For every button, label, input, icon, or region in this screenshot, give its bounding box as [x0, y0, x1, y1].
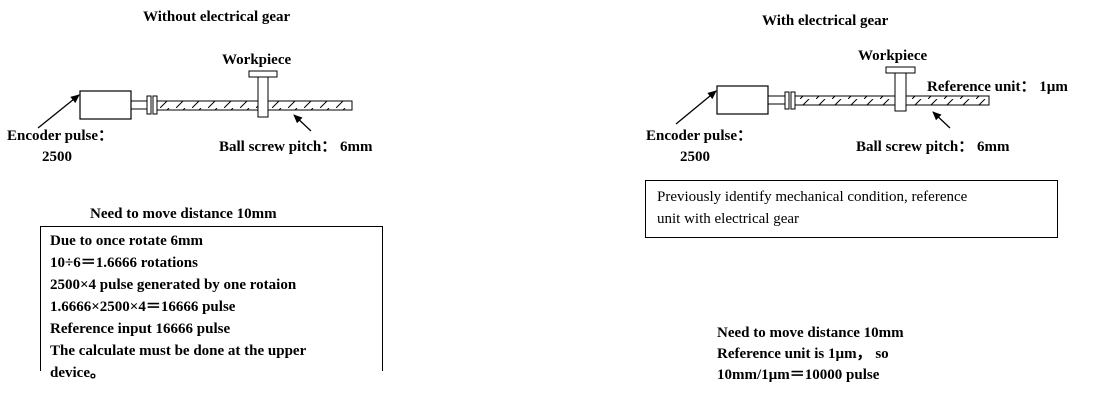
- right-result-line-1: Need to move distance 10mm: [717, 325, 904, 341]
- calc-line: The calculate must be done at the upper: [50, 343, 307, 359]
- left-servo-motor: [79, 90, 147, 120]
- right-encoder-label: Encoder pulse：: [646, 128, 752, 144]
- calc-line: 1.6666×2500×4＝16666 pulse: [50, 299, 236, 315]
- left-title: Without electrical gear: [143, 9, 291, 25]
- right-pitch-arrow: [932, 111, 951, 129]
- left-encoder-label: Encoder pulse：: [7, 128, 113, 144]
- left-encoder-value: 2500: [42, 149, 72, 165]
- right-pitch-label: Ball screw pitch： 6mm: [856, 139, 1010, 155]
- right-workpiece-label: Workpiece: [858, 48, 928, 64]
- right-note-box: Previously identify mechanical condition…: [645, 180, 1058, 238]
- left-coupling: [146, 95, 158, 115]
- left-pitch-label: Ball screw pitch： 6mm: [219, 139, 373, 155]
- calc-line: Reference input 16666 pulse: [50, 321, 231, 337]
- calc-line: device。: [50, 365, 105, 381]
- calc-line: Due to once rotate 6mm: [50, 233, 204, 249]
- right-servo-motor: [716, 85, 785, 115]
- right-title: With electrical gear: [762, 13, 889, 29]
- left-workpiece: [248, 70, 278, 118]
- right-reference-unit-label: Reference unit： 1µm: [927, 79, 1068, 95]
- calc-line: 2500×4 pulse generated by one rotaion: [50, 277, 297, 293]
- left-encoder-arrow: [37, 94, 80, 129]
- left-ball-screw: [156, 100, 353, 111]
- calc-line: 10÷6＝1.6666 rotations: [50, 255, 198, 271]
- right-result-line-2: Reference unit is 1µm， so: [717, 346, 889, 362]
- right-result-line-3: 10mm/1µm＝10000 pulse: [717, 367, 880, 383]
- right-encoder-value: 2500: [680, 149, 710, 165]
- left-pitch-arrow: [293, 114, 312, 132]
- left-move-title: Need to move distance 10mm: [90, 206, 277, 222]
- note-line: unit with electrical gear: [657, 211, 800, 227]
- left-workpiece-label: Workpiece: [222, 52, 292, 68]
- right-ball-screw: [794, 95, 990, 106]
- right-encoder-arrow: [675, 90, 717, 125]
- right-workpiece: [885, 66, 916, 112]
- right-coupling: [784, 91, 796, 110]
- left-calculation-box: Due to once rotate 6mm 10÷6＝1.6666 rotat…: [40, 226, 383, 381]
- note-line: Previously identify mechanical condition…: [657, 189, 968, 205]
